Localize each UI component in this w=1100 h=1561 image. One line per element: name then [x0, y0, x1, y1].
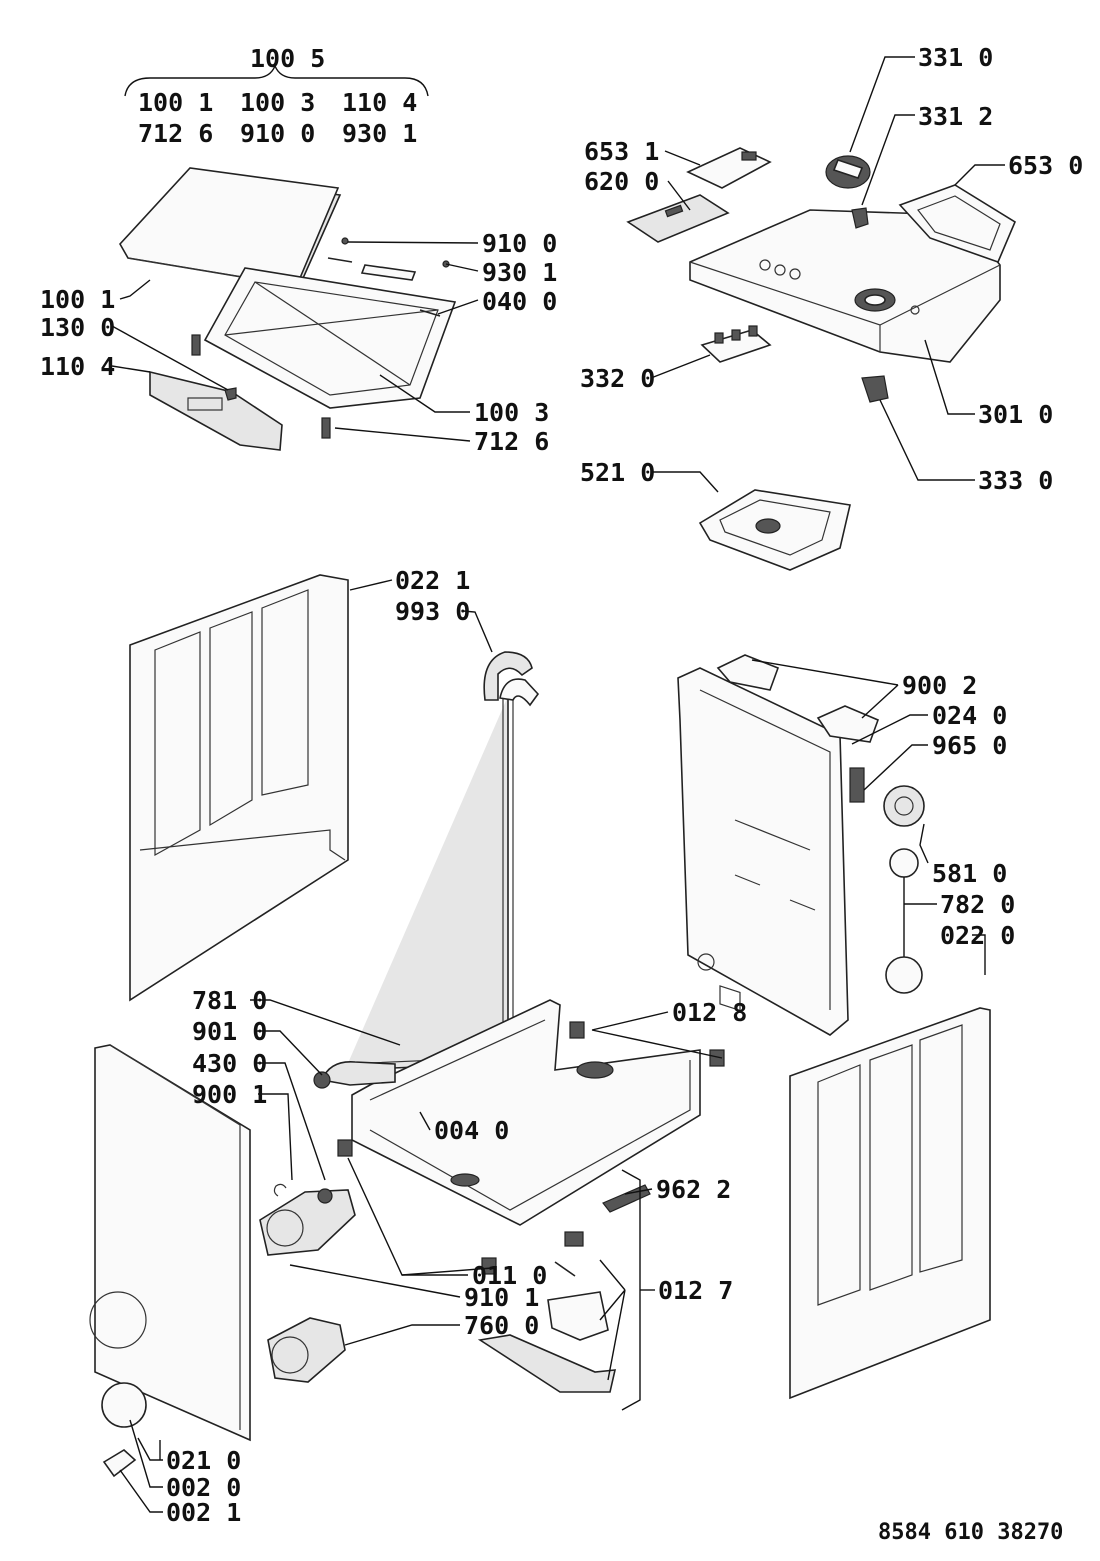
part-label-022-0: 022 0	[940, 921, 1016, 950]
part-label-012-7: 012 7	[658, 1276, 734, 1305]
part-label-901-0: 901 0	[192, 1017, 268, 1046]
capacitor-clip-part	[849, 767, 865, 803]
part-label-930-1: 930 1	[482, 258, 558, 287]
part-label-332-0: 332 0	[580, 364, 656, 393]
part-label-333-0: 333 0	[978, 466, 1054, 495]
belt-part	[885, 848, 923, 994]
group-brace	[124, 64, 429, 97]
small-parts-top	[327, 237, 450, 317]
part-label-760-0: 760 0	[464, 1311, 540, 1340]
part-label-022-1: 022 1	[395, 566, 471, 595]
part-label-100-1: 100 1	[40, 285, 116, 314]
right-side-panel	[789, 1007, 991, 1400]
drain-hose-part	[344, 678, 540, 1077]
knob-part	[825, 155, 871, 189]
document-number: 8584 610 38270	[878, 1520, 1064, 1545]
lid-part	[119, 167, 342, 286]
part-label-900-2: 900 2	[902, 671, 978, 700]
group-row1-label-2: 100 3	[240, 88, 316, 117]
top-frame-part	[191, 267, 457, 439]
part-label-712-6: 712 6	[474, 427, 550, 456]
base-frame-part	[351, 999, 701, 1226]
part-label-781-0: 781 0	[192, 986, 268, 1015]
group-row1-label-1: 100 1	[138, 88, 214, 117]
small-switch-part	[861, 375, 889, 403]
panel-bracket-left	[686, 147, 772, 189]
part-label-430-0: 430 0	[192, 1049, 268, 1078]
pump-part	[259, 1183, 356, 1256]
leader-lines	[111, 56, 1005, 1513]
part-label-331-0: 331 0	[918, 43, 994, 72]
pulley-part	[883, 785, 925, 827]
part-label-581-0: 581 0	[932, 859, 1008, 888]
part-label-024-0: 024 0	[932, 701, 1008, 730]
hose-elbow-part	[313, 1061, 396, 1089]
part-label-011-0: 011 0	[472, 1261, 548, 1290]
part-label-653-1: 653 1	[584, 137, 660, 166]
part-label-110-4: 110 4	[40, 352, 116, 381]
part-label-620-0: 620 0	[584, 167, 660, 196]
part-label-900-1: 900 1	[192, 1080, 268, 1109]
part-label-040-0: 040 0	[482, 287, 558, 316]
control-panel-part	[689, 209, 1001, 363]
left-side-panel	[129, 574, 349, 1002]
front-panel-part	[89, 1044, 251, 1442]
panel-bracket-right	[898, 184, 1017, 264]
part-label-301-0: 301 0	[978, 400, 1054, 429]
part-label-993-0: 993 0	[395, 597, 471, 626]
part-label-910-1: 910 1	[464, 1283, 540, 1312]
group-row2-label-3: 930 1	[342, 119, 418, 148]
feet-parts	[337, 1021, 725, 1275]
part-label-965-0: 965 0	[932, 731, 1008, 760]
group-row2-label-1: 712 6	[138, 119, 214, 148]
part-label-962-2: 962 2	[656, 1175, 732, 1204]
brackets-part	[716, 654, 880, 743]
part-label-331-2: 331 2	[918, 102, 994, 131]
part-label-653-0: 653 0	[1008, 151, 1084, 180]
rail-part	[602, 1184, 651, 1213]
part-label-002-0: 002 0	[166, 1473, 242, 1502]
part-label-130-0: 130 0	[40, 313, 116, 342]
group-row2-label-2: 910 0	[240, 119, 316, 148]
knob-insert-part	[851, 207, 869, 229]
part-label-002-1: 002 1	[166, 1498, 242, 1527]
part-label-100-3: 100 3	[474, 398, 550, 427]
part-label-012-8: 012 8	[672, 998, 748, 1027]
part-label-910-0: 910 0	[482, 229, 558, 258]
hose-bend-part	[483, 651, 533, 701]
part-label-521-0: 521 0	[580, 458, 656, 487]
rear-panel-part	[677, 667, 849, 1036]
part-label-782-0: 782 0	[940, 890, 1016, 919]
door-lock-kit	[477, 1231, 617, 1393]
group-row1-label-3: 110 4	[342, 88, 418, 117]
filter-part	[267, 1317, 346, 1383]
pcb-part	[626, 194, 730, 243]
button-block-part	[700, 325, 772, 363]
part-label-021-0: 021 0	[166, 1446, 242, 1475]
part-label-004-0: 004 0	[434, 1116, 510, 1145]
group-header-label: 100 5	[250, 44, 326, 73]
dispenser-part	[698, 489, 851, 571]
service-door-part	[101, 1382, 147, 1478]
front-trim-part	[149, 370, 283, 451]
